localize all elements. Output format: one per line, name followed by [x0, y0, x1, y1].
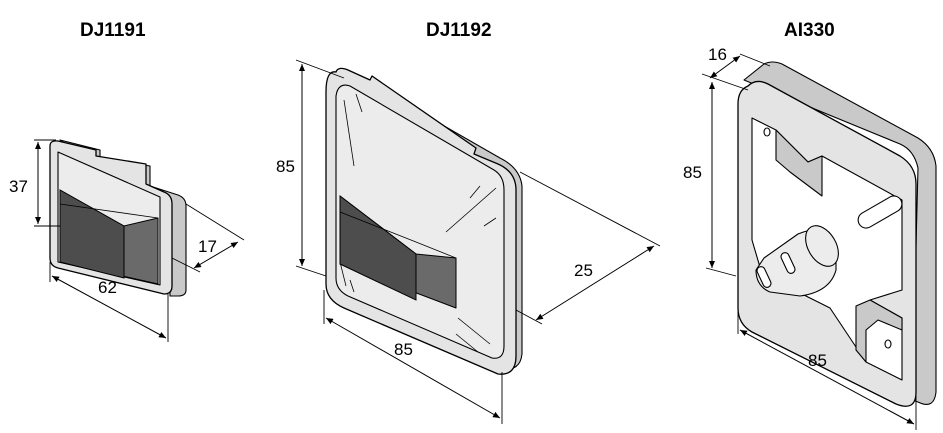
- ai330-slot-1: [756, 266, 772, 288]
- dim-line: [51, 275, 167, 339]
- product-ai330: AI330 16: [683, 20, 937, 430]
- product-title-dj1192: DJ1192: [426, 20, 492, 41]
- dim-dj1191-height: 37: [9, 139, 60, 227]
- dj1192-bevel: [335, 84, 505, 359]
- dim-line: [193, 241, 239, 269]
- dim-line: [325, 317, 501, 419]
- dim-label-85-width: 85: [808, 351, 827, 370]
- dim-label-62: 62: [98, 278, 117, 297]
- facet-line: [483, 217, 497, 227]
- ext-line: [295, 265, 327, 277]
- dim-dj1192-height: 85: [276, 59, 345, 277]
- ext-line: [705, 267, 737, 277]
- ext-line: [519, 171, 661, 247]
- facet-line: [339, 261, 347, 287]
- dim-ai330-depth: 16: [701, 45, 771, 91]
- dj1192-drawing: [325, 67, 523, 375]
- product-title-dj1191: DJ1191: [80, 20, 146, 41]
- facet-line: [355, 93, 363, 113]
- dj1191-window-edge: [59, 203, 159, 219]
- facet-line: [343, 99, 355, 167]
- facet-line: [349, 279, 355, 293]
- dim-label-16: 16: [708, 45, 727, 64]
- product-dj1192: DJ1192: [276, 20, 661, 424]
- dim-ai330-width: 85: [737, 300, 917, 430]
- dim-label-17: 17: [198, 237, 217, 256]
- ai330-oval-slot: [857, 195, 903, 229]
- dim-label-85-width: 85: [394, 340, 413, 359]
- facet-line: [445, 187, 497, 233]
- dim-dj1192-depth: 25: [515, 171, 661, 325]
- ext-line: [295, 59, 345, 79]
- ext-line: [739, 53, 771, 67]
- ai330-boss-cap: [805, 225, 839, 267]
- product-title-ai330: AI330: [784, 20, 835, 41]
- dim-line: [709, 55, 741, 79]
- ai330-screw-hole-1: [763, 127, 771, 137]
- ext-line: [701, 73, 749, 91]
- dim-label-37: 37: [9, 177, 28, 196]
- ai330-screw-hole-2: [884, 339, 892, 349]
- dim-label-25: 25: [574, 261, 593, 280]
- dim-dj1191-width: 62: [49, 262, 169, 342]
- ext-line: [185, 203, 245, 241]
- facet-line: [469, 185, 481, 199]
- dim-line: [535, 245, 655, 321]
- dim-dj1192-width: 85: [323, 290, 503, 424]
- ai330-slot-2: [780, 252, 796, 274]
- ext-line: [515, 309, 543, 325]
- ai330-side: [743, 61, 937, 405]
- ext-line: [171, 257, 201, 273]
- ai330-drawing: [737, 61, 937, 407]
- dim-line: [739, 329, 915, 425]
- product-dj1191: DJ1191 37 62: [9, 20, 245, 342]
- dim-dj1191-depth: 17: [171, 203, 245, 273]
- dj1191-drawing: [49, 139, 187, 297]
- ai330-inner-wall-top: [775, 129, 823, 197]
- dim-label-85-height: 85: [276, 157, 295, 176]
- dim-ai330-height: 85: [683, 82, 737, 277]
- dj1192-window-shadow: [339, 194, 417, 301]
- dim-label-85-height: 85: [683, 163, 702, 182]
- dj1192-window-edge: [339, 211, 457, 259]
